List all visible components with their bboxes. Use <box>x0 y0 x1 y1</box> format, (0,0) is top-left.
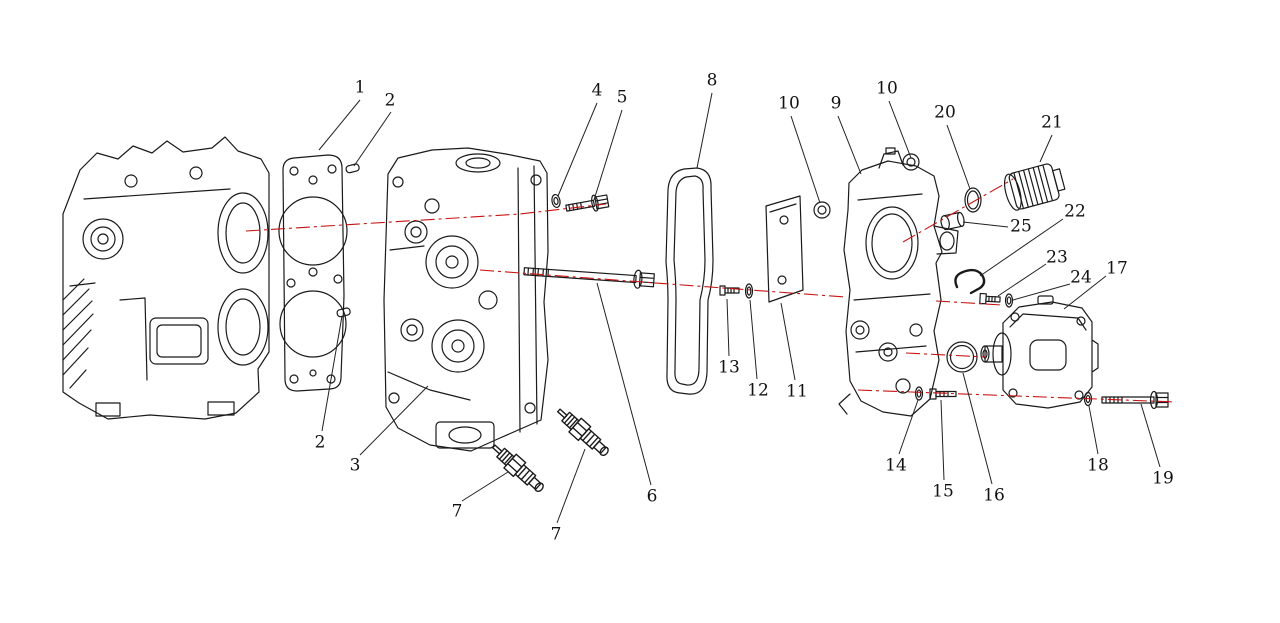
callout-13: 13 <box>718 357 740 378</box>
washer-14-drawing <box>914 386 924 401</box>
callout-17: 17 <box>1106 258 1128 279</box>
callout-5: 5 <box>616 87 628 108</box>
callout-15: 15 <box>932 481 954 502</box>
callout-16: 16 <box>983 485 1005 506</box>
callout-24: 24 <box>1070 267 1092 288</box>
callout-8: 8 <box>706 70 718 91</box>
bolt-15-drawing <box>929 388 957 400</box>
spark-plug-left-drawing <box>492 444 544 493</box>
bushing-25-drawing <box>940 211 965 231</box>
dowel-pin-top-drawing <box>345 163 360 174</box>
washer-12-drawing <box>744 283 754 299</box>
bolt-13-drawing <box>719 285 740 296</box>
washer-24-drawing <box>1004 293 1014 308</box>
side-cover-drawing <box>838 147 959 417</box>
callout-2-top: 2 <box>384 90 396 111</box>
o-ring-16-drawing <box>946 341 978 373</box>
callout-12: 12 <box>747 380 769 401</box>
callout-23: 23 <box>1046 247 1068 268</box>
plug-cap-21-drawing <box>1003 163 1066 211</box>
leader-lines <box>318 92 1161 524</box>
callout-10-right: 10 <box>876 78 898 99</box>
callout-7-right: 7 <box>550 524 562 545</box>
head-gasket-drawing <box>278 154 348 392</box>
callout-10-left: 10 <box>778 93 800 114</box>
callout-3: 3 <box>349 455 361 476</box>
o-ring-20-drawing <box>964 187 982 213</box>
plate-11-drawing <box>765 195 804 303</box>
callout-18: 18 <box>1087 455 1109 476</box>
valve-cover-gasket-drawing <box>665 167 714 395</box>
callout-11: 11 <box>786 381 808 402</box>
bolt-6-drawing <box>523 267 655 289</box>
clip-22-drawing <box>954 268 986 295</box>
callout-22: 22 <box>1064 201 1086 222</box>
callout-20: 20 <box>934 102 956 123</box>
callout-9: 9 <box>830 93 842 114</box>
callout-14: 14 <box>885 455 907 476</box>
dowel-pin-bottom-drawing <box>336 307 351 318</box>
grommet-10-left-drawing <box>813 201 831 219</box>
grommet-10-right-drawing <box>902 153 920 171</box>
callout-4: 4 <box>591 80 603 101</box>
callout-25: 25 <box>1010 216 1032 237</box>
callout-6: 6 <box>646 486 658 507</box>
callout-2-bottom: 2 <box>314 432 326 453</box>
pump-cover-17-drawing <box>980 295 1099 409</box>
cylinder-head-drawing <box>383 147 549 452</box>
callout-21: 21 <box>1041 112 1063 133</box>
assembly-centerlines <box>245 178 1177 403</box>
callout-19: 19 <box>1152 468 1174 489</box>
callout-7-left: 7 <box>451 501 463 522</box>
cylinder-block-drawing <box>62 136 270 420</box>
spark-plug-right-drawing <box>557 408 609 457</box>
bolt-23-drawing <box>979 292 1001 305</box>
callout-1: 1 <box>354 77 366 98</box>
washer-4-drawing <box>551 193 561 209</box>
